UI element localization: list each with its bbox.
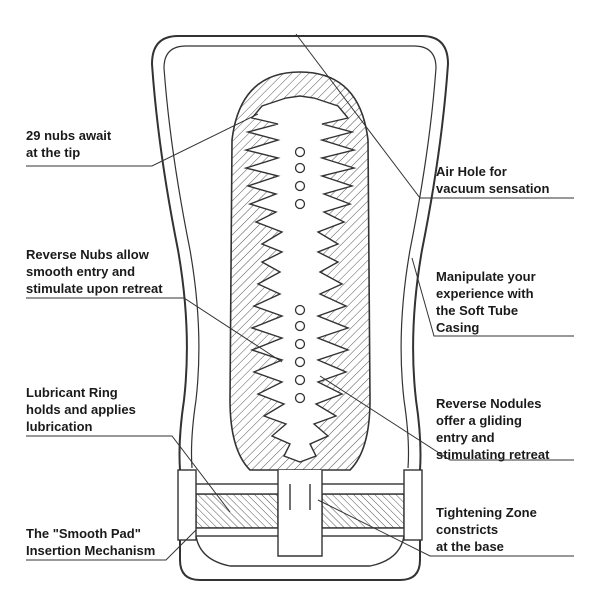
inner-casing-line: [163, 45, 437, 469]
callout-smooth-pad: The "Smooth Pad" Insertion Mechanism: [26, 526, 156, 558]
nub-dots: [294, 146, 306, 404]
callout-nubs: 29 nubs await at the tip: [26, 128, 112, 160]
leader-lines: [26, 33, 574, 561]
callout-air-hole: Air Hole for vacuum sensation: [436, 164, 550, 196]
callout-lubricant-ring: Lubricant Ring holds and applies lubrica…: [26, 385, 136, 434]
callout-reverse-nubs: Reverse Nubs allow smooth entry and stim…: [26, 247, 163, 296]
callout-reverse-nodules: Reverse Nodules offer a gliding entry an…: [436, 396, 550, 462]
callout-casing: Manipulate your experience with the Soft…: [436, 269, 536, 335]
outer-casing: [150, 35, 450, 581]
base-mechanism: [177, 469, 423, 567]
inner-canal: [243, 95, 357, 463]
callout-tightening-zone: Tightening Zone constricts at the base: [436, 505, 537, 554]
